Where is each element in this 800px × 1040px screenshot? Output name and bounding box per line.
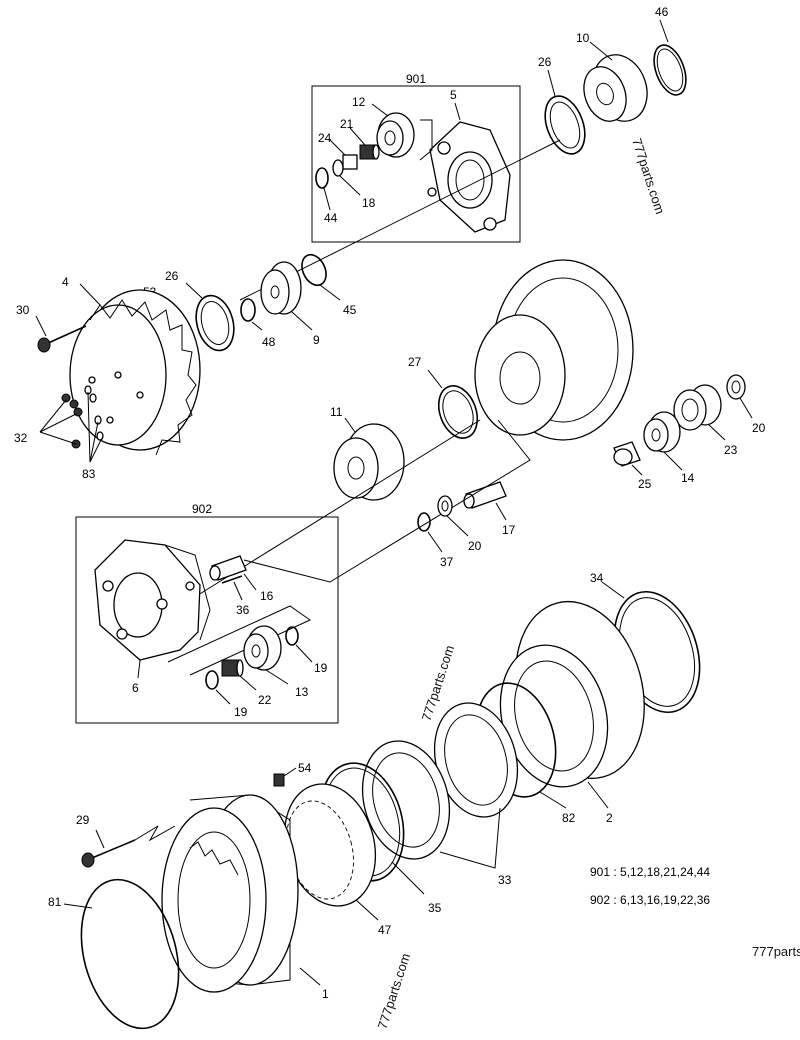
label-12: 12 [352,95,366,109]
part-6-carrier [94,539,211,661]
part-16-pin [209,555,247,581]
part-30-bolt [37,325,87,353]
part-12-gear [376,112,415,158]
label-81: 81 [48,895,62,909]
label-18: 18 [362,196,376,210]
part-46-snap-ring [653,44,687,96]
part-33-bearings [361,702,519,860]
label-6: 6 [132,681,139,695]
part-23-bearing [673,384,722,431]
label-23: 23 [724,443,738,457]
label-10: 10 [576,31,590,45]
part-48-snap-ring [240,298,256,322]
kit-901-note: 901 : 5,12,18,21,24,44 [590,865,710,879]
label-83: 83 [82,467,96,481]
part-22-needle-bearing [221,659,244,677]
label-32: 32 [14,431,28,445]
part-20-lower-washer [437,495,453,517]
part-25-bushing [613,441,641,467]
label-45: 45 [343,303,357,317]
part-11-gear [333,423,405,501]
label-902: 902 [192,502,212,516]
label-16: 16 [260,589,274,603]
label-47: 47 [378,923,392,937]
label-44: 44 [324,211,338,225]
part-27-ring [437,385,479,439]
part-1-housing [161,794,299,993]
part-2-hub [499,600,645,788]
label-14: 14 [681,471,695,485]
part-44-snap-ring [315,167,329,189]
part-4-cover [69,289,201,456]
label-19-left: 19 [234,705,248,719]
label-33: 33 [498,873,512,887]
part-9-sun-gear [260,261,302,315]
label-4: 4 [62,275,69,289]
label-22: 22 [258,693,272,707]
watermark-top: 777parts.com [629,136,668,216]
label-21: 21 [340,117,354,131]
part-37-snap-ring [417,512,431,532]
part-14-gear [643,411,681,453]
label-5: 5 [450,88,457,102]
label-37: 37 [440,555,454,569]
kit-902-box [75,516,339,724]
label-20-lower: 20 [468,539,482,553]
label-26-upper: 26 [538,55,552,69]
part-19-left-ring [205,670,219,690]
label-19-right: 19 [314,661,328,675]
kit-901-box [311,85,521,243]
label-9: 9 [313,333,320,347]
label-11: 11 [330,405,343,419]
part-19-right-ring [285,626,299,646]
part-81-oring [80,878,180,1030]
label-1: 1 [322,987,329,1001]
part-26-lower-ring [195,294,235,352]
part-21-needle-bearing [359,144,380,160]
watermark-bottom: 777parts.com [375,951,414,1031]
label-30: 30 [16,303,30,317]
kit-902-note: 902 : 6,13,16,19,22,36 [590,893,710,907]
label-13: 13 [295,685,309,699]
label-35: 35 [428,901,442,915]
part-18-washer [332,159,344,177]
part-5-carrier [427,121,511,233]
label-48: 48 [262,335,276,349]
label-34: 34 [590,571,604,585]
part-13-gear [243,625,282,671]
label-2: 2 [606,811,613,825]
label-25: 25 [638,477,652,491]
part-26-upper-ring [544,95,586,155]
label-20-right: 20 [752,421,766,435]
part-54-set-screw [273,773,285,787]
label-46: 46 [655,5,669,19]
label-24: 24 [318,131,332,145]
label-54: 54 [298,761,312,775]
label-17: 17 [502,523,516,537]
label-901: 901 [406,72,426,86]
label-26-lower: 26 [165,269,179,283]
label-82: 82 [562,811,576,825]
part-45-snap-ring [301,253,327,287]
label-27: 27 [408,355,422,369]
watermark-corner: 777parts [752,944,800,959]
part-upper-housing [474,259,634,441]
part-24-spacer [342,154,358,170]
part-29-bolt [81,839,136,868]
part-10-gear [583,54,648,122]
part-17-pin [463,481,507,509]
label-36: 36 [236,603,250,617]
part-20-right-washer [726,374,746,400]
part-32-plugs [61,393,83,449]
label-29: 29 [76,813,90,827]
part-36-spring-pin [221,575,243,584]
